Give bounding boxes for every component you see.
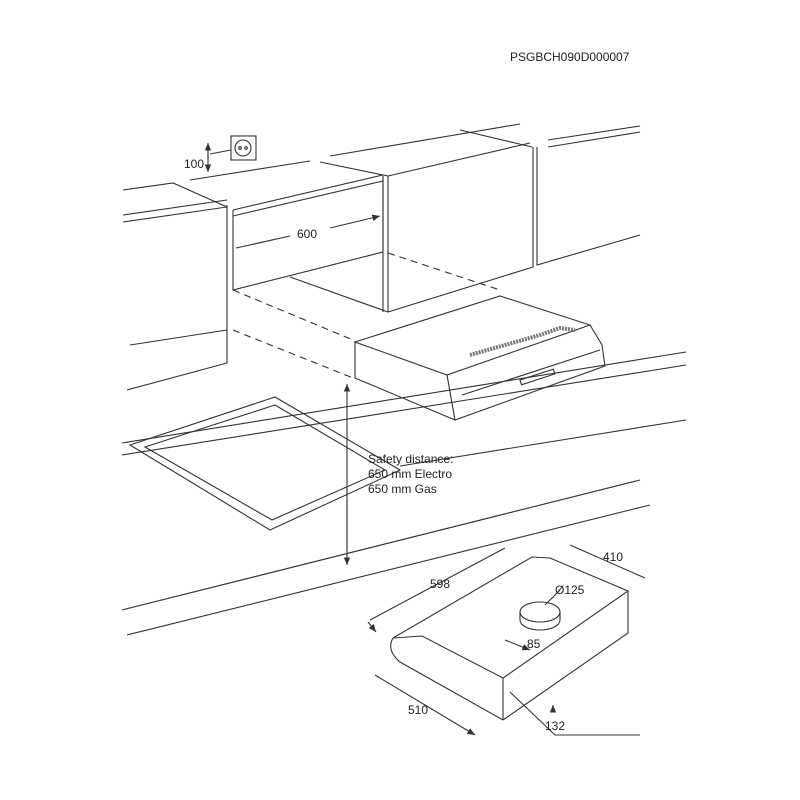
hood-detail: [368, 544, 646, 736]
safety-distance-text: Safety distance: 650 mm Electro 650 mm G…: [368, 452, 453, 497]
front-depth-label: 510: [408, 703, 429, 717]
safety-electro: 650 mm Electro: [368, 467, 453, 481]
duct-offset-label: 85: [527, 637, 541, 651]
hood-mounted: [353, 295, 606, 421]
cabinet-width-arrow: [235, 216, 380, 249]
product-code: PSGBCH090D000007: [510, 50, 630, 64]
hob: [128, 396, 402, 531]
upper-cabinets: [122, 123, 641, 391]
width-label: 598: [430, 577, 451, 591]
duct-diameter-label: Ø125: [555, 583, 585, 597]
safety-title: Safety distance:: [368, 452, 454, 466]
socket-icon: [204, 135, 257, 172]
depth-label: 410: [603, 550, 624, 564]
countertop: [121, 351, 687, 636]
height-label: 132: [545, 719, 566, 733]
socket-height-label: 100: [184, 157, 205, 171]
cabinet-width-label: 600: [297, 227, 318, 241]
dashed-projections: [232, 252, 501, 379]
safety-gas: 650 mm Gas: [368, 482, 437, 496]
